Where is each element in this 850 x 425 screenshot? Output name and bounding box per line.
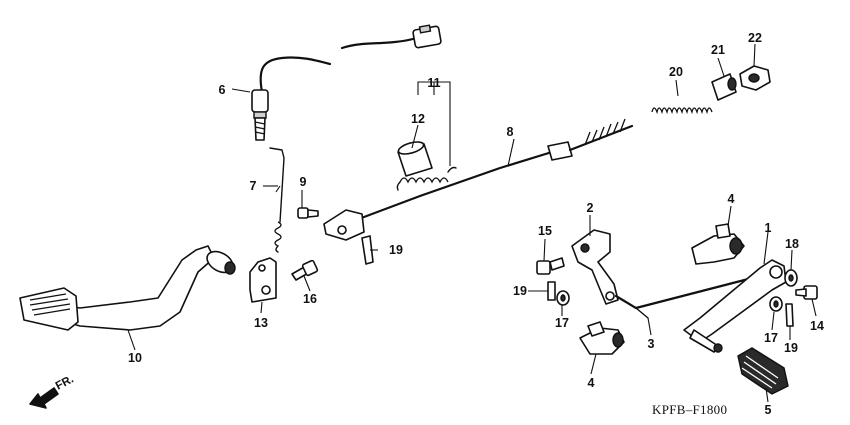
brake-pedal: [19, 245, 236, 331]
washer-17b: [769, 296, 783, 312]
callout-7: 7: [250, 179, 257, 193]
sleeve-12: [397, 141, 433, 177]
cotter-pin-19a: [361, 235, 374, 265]
stop-switch-harness: [251, 24, 442, 141]
gearshift-arm: [571, 229, 619, 305]
rod-joint-4a: [691, 223, 745, 265]
rod-joint-4b: [579, 321, 625, 355]
callout-16: 16: [303, 292, 317, 306]
callout-17-left: 17: [555, 316, 569, 330]
callout-1: 1: [765, 221, 772, 235]
callout-19-left: 19: [513, 284, 527, 298]
rear-brake-rod: [323, 118, 634, 241]
callout-21: 21: [711, 43, 725, 57]
callout-20: 20: [669, 65, 683, 79]
cotter-pin-19b: [547, 281, 556, 301]
callout-13: 13: [254, 316, 268, 330]
callout-17-right: 17: [764, 331, 778, 345]
bolt-14: [795, 285, 818, 300]
callout-14: 14: [810, 319, 824, 333]
callout-18: 18: [785, 237, 799, 251]
callout-3: 3: [648, 337, 655, 351]
callout-5: 5: [765, 403, 772, 417]
switch-bracket: [249, 257, 277, 303]
switch-spring: [269, 147, 285, 253]
callout-6: 6: [219, 83, 226, 97]
front-label: FR.: [54, 373, 76, 392]
spring-20: [651, 107, 713, 115]
gearshift-pedal: [683, 259, 787, 353]
callout-12: 12: [411, 112, 425, 126]
callout-8: 8: [507, 125, 514, 139]
callout-22: 22: [748, 31, 762, 45]
callout-10: 10: [128, 351, 142, 365]
callout-4-lower: 4: [588, 376, 595, 390]
callout-11: 11: [427, 76, 440, 90]
front-direction-indicator: FR.: [29, 373, 76, 409]
callout-4-upper: 4: [728, 192, 735, 206]
leader-lines: [127, 43, 817, 403]
bolt-16: [291, 259, 319, 281]
callout-15: 15: [538, 224, 552, 238]
front-arrow-icon: [29, 387, 59, 409]
callout-9: 9: [300, 175, 307, 189]
gearshift-rubber: [737, 347, 789, 395]
callout-19-right: 19: [784, 341, 798, 355]
callout-19-center: 19: [389, 243, 403, 257]
washer-18: [784, 269, 798, 287]
nut-22: [739, 65, 771, 91]
spring-11: [396, 166, 457, 191]
bolt-9: [297, 207, 319, 219]
bolt-15: [536, 257, 565, 275]
callout-2: 2: [587, 201, 594, 215]
diagram-code: KPFB–F1800: [652, 402, 727, 417]
washer-17a: [556, 290, 570, 306]
gearshift-rod: [614, 274, 762, 319]
cotter-pin-19c: [785, 303, 794, 327]
joint-21: [711, 73, 737, 101]
callout-labels: 1 2 3 4 4 5 6 7 8 9 10 11 12 13 14 15 16…: [128, 31, 824, 417]
